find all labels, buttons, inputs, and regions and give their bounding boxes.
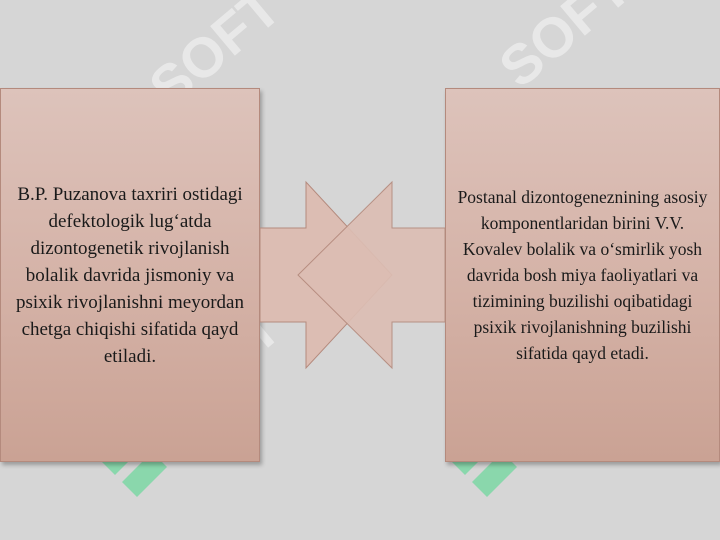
right-definition-text: Postanal dizontogeneznining asosiy kompo…	[457, 187, 708, 363]
right-definition-box: Postanal dizontogeneznining asosiy kompo…	[445, 88, 720, 462]
left-definition-box: B.P. Puzanova taxriri ostidagi defektolo…	[0, 88, 260, 462]
left-pointing-arrow	[297, 180, 446, 370]
left-definition-text: B.P. Puzanova taxriri ostidagi defektolo…	[16, 183, 244, 367]
